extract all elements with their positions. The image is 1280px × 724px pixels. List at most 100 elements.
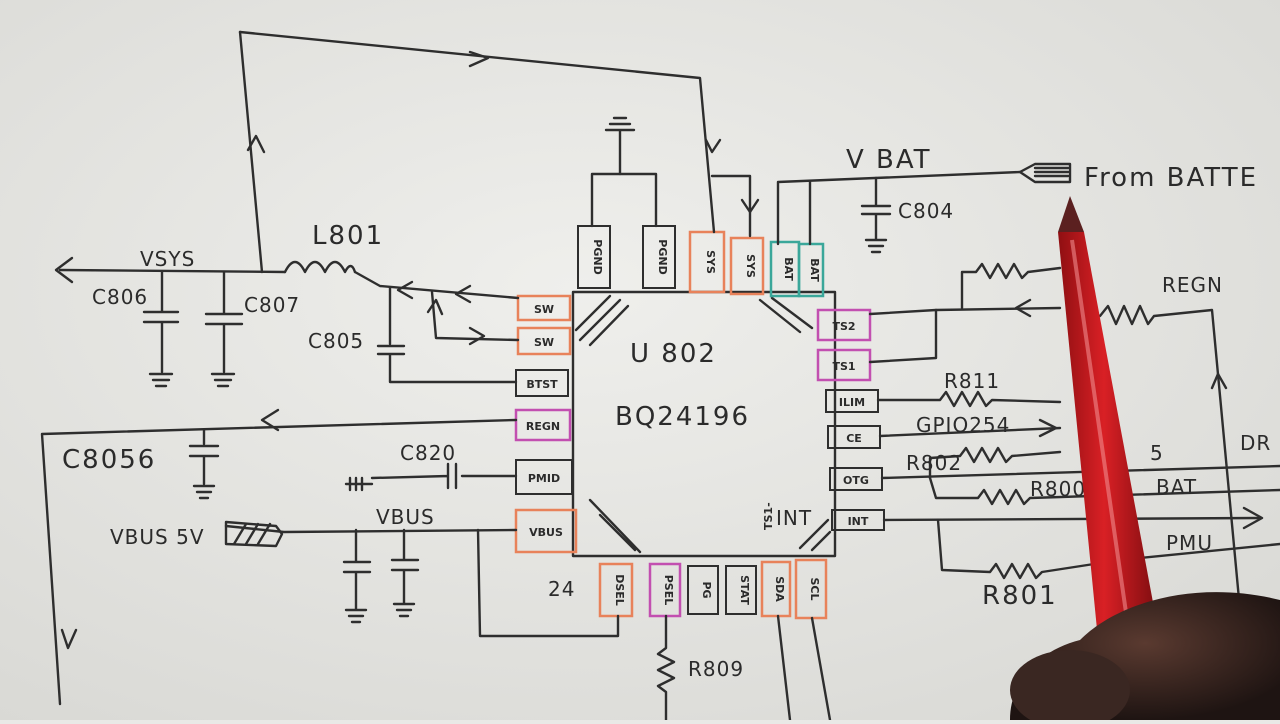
- label-r809: R809: [688, 657, 744, 681]
- pin-psel: PSEL: [662, 575, 675, 606]
- cap-c804: [860, 176, 892, 254]
- wire-sw: [353, 270, 520, 300]
- wire-sw2: [430, 290, 520, 342]
- top-pins: PGND PGND SYS SYS BAT BAT: [577, 225, 825, 298]
- chip-part: BQ24196: [615, 402, 750, 432]
- hand: [1010, 592, 1280, 724]
- wire-vbus-dsel: [476, 528, 620, 638]
- pin-sda: SDA: [773, 576, 786, 602]
- pin-scl: SCL: [808, 577, 821, 600]
- label-vbus-5v: VBUS 5V: [110, 525, 205, 549]
- arrow-left: [1014, 298, 1032, 318]
- cap-c806: [142, 270, 180, 388]
- wire-vbus: [224, 524, 518, 534]
- pin-box-ts1: [816, 348, 872, 382]
- wire-otg: [880, 464, 1280, 480]
- arrow-left: [54, 256, 74, 284]
- pin-box-sw-1: [516, 294, 572, 322]
- labels: VSYS L801 V BAT From BATTE C804 C806 C80…: [62, 145, 1271, 681]
- pin-sw-2: SW: [534, 336, 554, 349]
- pin-box-stat: [725, 565, 757, 615]
- label-c8056: C8056: [62, 445, 156, 475]
- wire-sys-loop: [238, 30, 716, 234]
- resistor-r800: [928, 476, 1280, 506]
- pin-ce: CE: [846, 432, 862, 445]
- arrow-down: [704, 138, 722, 154]
- red-pen: [1058, 196, 1160, 660]
- arrow-right: [468, 326, 486, 346]
- pgnd-ground: [604, 116, 636, 176]
- label-vsys: VSYS: [140, 247, 195, 271]
- pin-box-pgnd-2: [642, 225, 676, 289]
- arrow-up: [1210, 372, 1228, 390]
- arrow-up: [246, 134, 266, 154]
- arrow-left: [396, 280, 414, 300]
- vbus-connector: [224, 520, 284, 548]
- label-c804: C804: [898, 199, 954, 223]
- pin-box-sda: [760, 560, 792, 618]
- pin-ts2: TS2: [832, 320, 855, 333]
- ic-u802: U 802 BQ24196 TS1- INT: [571, 290, 837, 558]
- label-l801: L801: [312, 221, 384, 251]
- label-dr: DR: [1240, 431, 1271, 455]
- pin-btst: BTST: [526, 378, 558, 391]
- ts-note: TS1-: [762, 502, 775, 530]
- wire-ts-out: [934, 306, 1062, 312]
- pin-sys-2: SYS: [744, 254, 757, 278]
- pin-ts1: TS1: [832, 360, 855, 373]
- pin-box-ts2: [816, 308, 872, 342]
- wire-vsys-rail: [58, 268, 287, 274]
- pin-sys-1: SYS: [704, 250, 717, 274]
- pin-pgnd-2: PGND: [656, 239, 669, 274]
- wires: [40, 30, 1280, 722]
- resistor-top: [960, 262, 1062, 310]
- ic-corner-hatch: [798, 518, 832, 552]
- ic-corner-hatch: [588, 498, 642, 554]
- wire-sys2: [710, 174, 752, 238]
- arrow-left: [454, 284, 472, 304]
- label-pmu: PMU: [1166, 531, 1213, 555]
- arrow-left: [260, 408, 280, 432]
- cap-vbus-2: [390, 528, 420, 618]
- resistor-regn: [1098, 304, 1242, 612]
- cap-c807: [204, 270, 244, 388]
- arrow-up: [426, 298, 444, 316]
- battery-connector: [1018, 162, 1072, 184]
- pen-highlight: [1070, 239, 1132, 641]
- pen-body: [1058, 232, 1160, 660]
- pin-bat-1: BAT: [782, 257, 795, 281]
- pin-vbus: VBUS: [529, 526, 563, 539]
- pin-dsel: DSEL: [613, 574, 626, 606]
- wire-vbat: [776, 170, 1022, 246]
- pin-box-dsel: [598, 562, 634, 618]
- finger: [1010, 650, 1130, 724]
- label-vbat: V BAT: [846, 145, 932, 175]
- label-c806: C806: [92, 285, 148, 309]
- label-from-battery: From BATTE: [1084, 163, 1258, 193]
- resistor-r811: [876, 390, 1062, 408]
- wire-ts: [868, 308, 938, 364]
- pin-pg: PG: [700, 581, 713, 598]
- label-5: 5: [1150, 441, 1164, 465]
- pin-stat: STAT: [738, 575, 751, 605]
- arrow-right: [468, 50, 490, 68]
- label-c807: C807: [244, 293, 300, 317]
- ic-corner-hatch: [574, 294, 630, 347]
- arrow-right: [1242, 506, 1264, 530]
- label-c820: C820: [400, 441, 456, 465]
- cap-c805: [376, 286, 518, 384]
- wire-regn: [40, 418, 518, 706]
- label-r802: R802: [906, 451, 962, 475]
- wire-pgnd: [590, 172, 658, 228]
- cap-vbus-1: [342, 528, 372, 624]
- label-bat-right: BAT: [1156, 475, 1197, 499]
- chip-ref: U 802: [630, 339, 717, 369]
- pin-box-sys-2: [729, 236, 765, 296]
- pin-box-regn: [514, 408, 572, 442]
- cap-c820: [344, 462, 518, 492]
- pin-ilim: ILIM: [839, 396, 865, 409]
- label-regn: REGN: [1162, 273, 1223, 297]
